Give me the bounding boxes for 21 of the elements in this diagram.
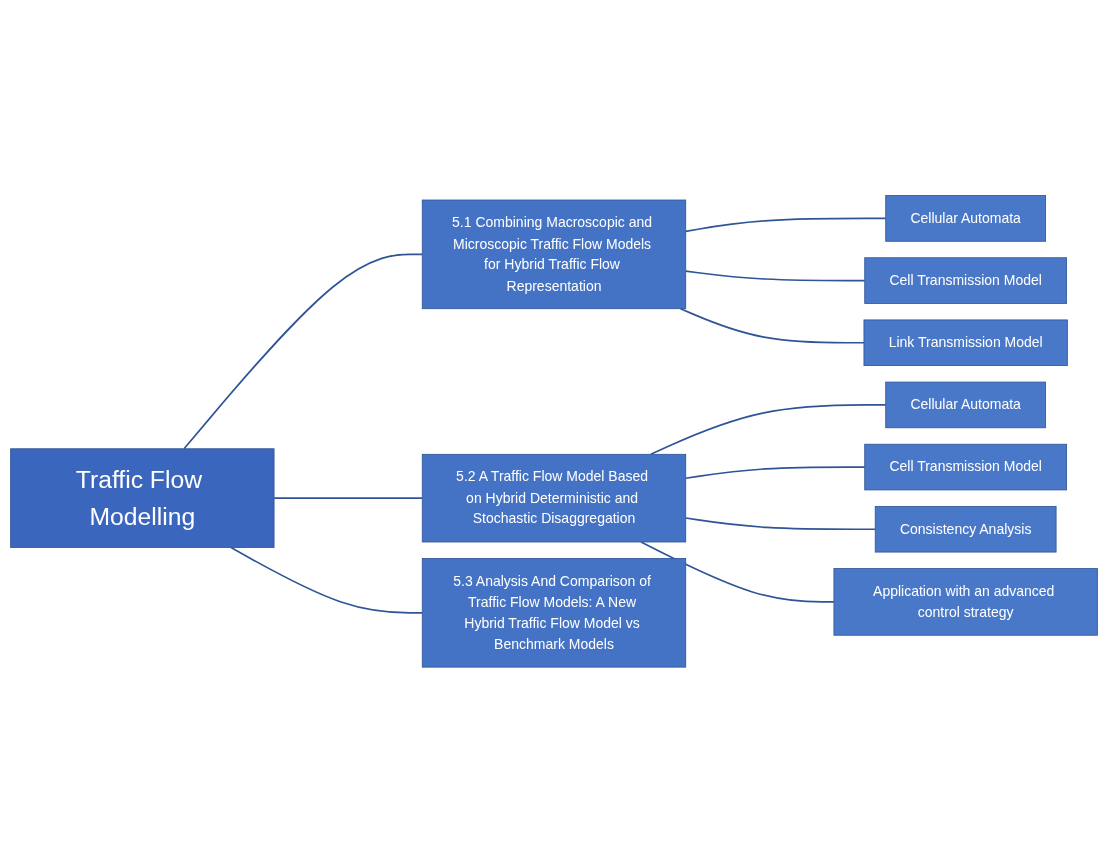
node-box: Cell Transmission Model	[864, 257, 1067, 304]
node-box: 5.3 Analysis And Comparison of Traffic Flow Models: A New Hybrid Traffic Flow Model vs Benchmark Models	[421, 558, 687, 668]
node-box: Cellular Automata	[885, 381, 1046, 429]
node-box: Cell Transmission Model	[864, 443, 1067, 491]
connector	[684, 217, 887, 233]
connector	[684, 517, 877, 531]
connector	[684, 270, 866, 282]
connector	[684, 466, 866, 480]
node-box: Consistency Analysis	[874, 506, 1057, 553]
node-box: Traffic Flow Modelling	[10, 448, 275, 549]
node-box: Link Transmission Model	[863, 319, 1068, 367]
connector	[649, 404, 887, 456]
connector	[183, 253, 424, 450]
node-box: 5.1 Combining Macroscopic and Microscopic Traffic Flow Models for Hybrid Traffic Flow Representation	[421, 199, 687, 310]
node-box: Application with an advanced control strategy	[833, 568, 1098, 636]
node-box: 5.2 A Traffic Flow Model Based on Hybrid Deterministic and Stochastic Disaggregation	[421, 454, 687, 543]
connector	[640, 541, 835, 603]
node-box: Cellular Automata	[885, 195, 1046, 242]
connector	[273, 497, 424, 500]
connector	[230, 546, 424, 614]
connector	[679, 308, 865, 344]
